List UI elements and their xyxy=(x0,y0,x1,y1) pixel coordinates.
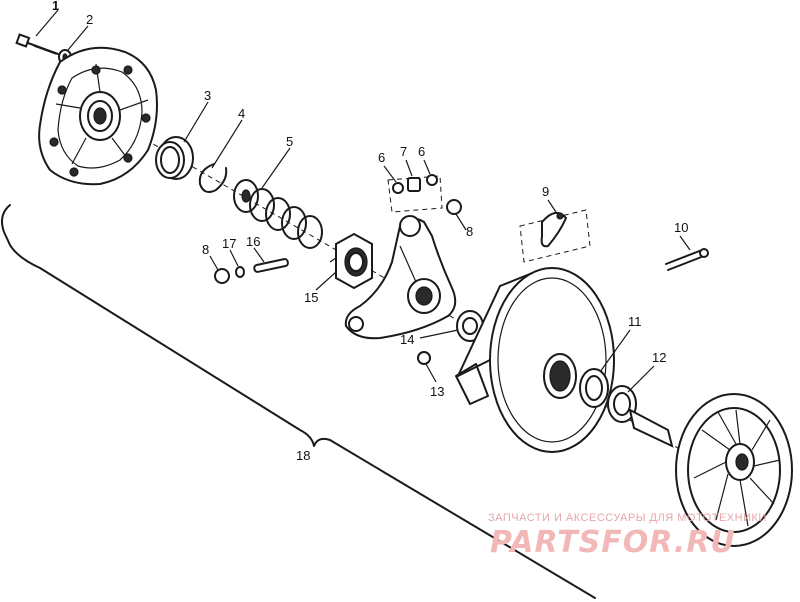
part-6-nut-a xyxy=(392,182,404,194)
part-16-pin xyxy=(253,258,289,273)
part-1-bolt xyxy=(15,33,59,55)
part-7-roller xyxy=(407,177,421,192)
part-4-snap-ring xyxy=(198,163,228,193)
callout-5: 5 xyxy=(286,134,293,149)
part-14-washer xyxy=(456,310,484,342)
movable-sheave xyxy=(455,267,615,453)
watermark-tagline: ЗАПЧАСТИ И АКСЕССУАРЫ ДЛЯ МОТОТЕХНИКИ xyxy=(488,512,767,524)
callout-17: 17 xyxy=(222,236,236,251)
callout-10: 10 xyxy=(674,220,688,235)
part-3-bushing xyxy=(155,136,194,180)
callout-15: 15 xyxy=(304,290,318,305)
part-5-spring xyxy=(233,179,323,249)
spider-arm xyxy=(344,215,457,340)
part-15-cam xyxy=(329,232,373,290)
callout-7: 7 xyxy=(400,144,407,159)
callout-12: 12 xyxy=(652,350,666,365)
callout-13: 13 xyxy=(430,384,444,399)
callout-1: 1 xyxy=(52,0,59,13)
fixed-sheave xyxy=(628,393,793,547)
part-9-clip xyxy=(540,211,568,248)
part-10-pin xyxy=(665,248,709,271)
callout-16: 16 xyxy=(246,234,260,249)
callout-6a: 6 xyxy=(378,150,385,165)
hardware-box xyxy=(387,175,443,213)
callout-3: 3 xyxy=(204,88,211,103)
callout-8a: 8 xyxy=(202,242,209,257)
part-8-nut-left xyxy=(214,268,230,284)
part-11-bushing xyxy=(579,368,609,408)
callout-14: 14 xyxy=(400,332,414,347)
callout-6b: 6 xyxy=(418,144,425,159)
group-bracket-18 xyxy=(1,204,596,599)
part-12-bushing xyxy=(607,385,637,423)
callout-8b: 8 xyxy=(466,224,473,239)
leader-lines xyxy=(35,9,691,393)
callout-2: 2 xyxy=(86,12,93,27)
part-6-nut-b xyxy=(426,174,438,186)
cover-plate xyxy=(38,46,158,186)
watermark-logo: PARTSFOR.RU xyxy=(490,525,736,560)
part-13-nut xyxy=(417,351,431,365)
callout-18: 18 xyxy=(296,448,310,463)
part-8-nut-right xyxy=(446,199,462,215)
part-17-washer xyxy=(235,266,245,278)
callout-9: 9 xyxy=(542,184,549,199)
callout-11: 11 xyxy=(628,314,642,329)
callout-4: 4 xyxy=(238,106,245,121)
